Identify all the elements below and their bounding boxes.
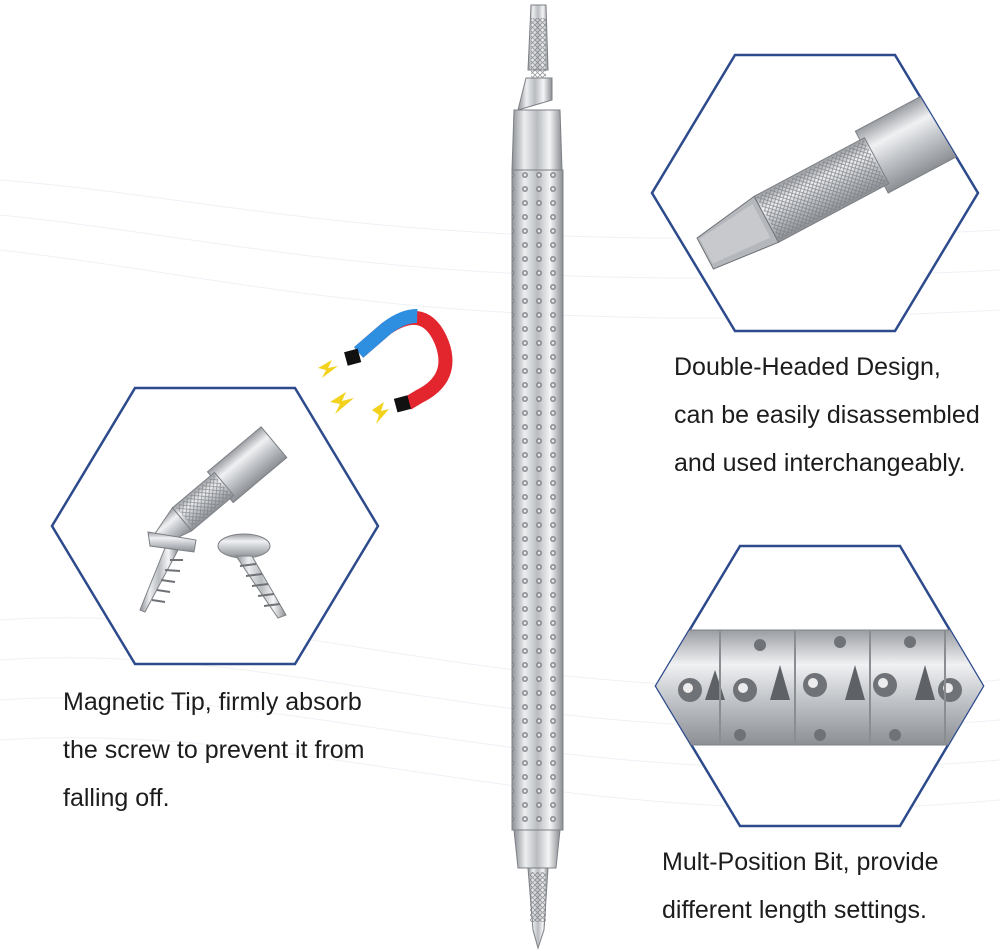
caption-line: and used interchangeably. xyxy=(674,449,966,477)
hexagon-double-headed xyxy=(650,53,980,333)
caption-line: can be easily disassembled xyxy=(674,401,980,429)
caption-line: Magnetic Tip, firmly absorb xyxy=(63,688,362,716)
caption-line: Double-Headed Design, xyxy=(674,353,941,381)
caption-line: falling off. xyxy=(63,784,170,812)
hexagon-magnetic xyxy=(50,386,380,666)
lightning-icon xyxy=(318,360,389,424)
hexagon-mult-position xyxy=(654,544,985,828)
caption-line: different length settings. xyxy=(662,896,927,924)
screwdriver-bit-center xyxy=(511,4,564,950)
horseshoe-magnet-icon xyxy=(344,309,453,413)
caption-double-headed: Double-Headed Design, can be easily disa… xyxy=(674,343,980,487)
caption-magnetic-tip: Magnetic Tip, firmly absorb the screw to… xyxy=(63,678,365,822)
caption-mult-position: Mult-Position Bit, provide different len… xyxy=(662,838,939,934)
screw-1 xyxy=(139,531,197,613)
caption-line: Mult-Position Bit, provide xyxy=(662,848,939,876)
screw-2 xyxy=(217,533,287,619)
caption-line: the screw to prevent it from xyxy=(63,736,365,764)
